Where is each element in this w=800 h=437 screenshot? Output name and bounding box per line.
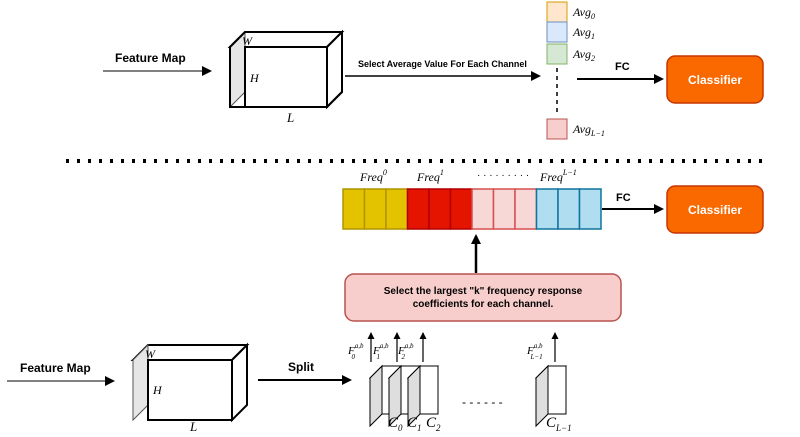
top-cube-h-label: H — [249, 71, 260, 85]
freq-cell-2-0 — [471, 188, 495, 230]
freq-label-0: Freq0 — [359, 168, 387, 184]
avg-label-1: Avg1 — [572, 25, 595, 41]
top-feature-cube — [227, 29, 345, 110]
select-text-line2: coefficients for each channel. — [413, 299, 554, 310]
freq-cell-3-0 — [535, 188, 559, 230]
channel-slice-2 — [406, 364, 440, 428]
bottom-feature-map-label: Feature Map — [20, 361, 91, 375]
bottom-cube-h-label: H — [152, 383, 163, 397]
channel-dots: - - - - - - — [462, 395, 503, 409]
select-coefficients-box — [344, 273, 622, 322]
top-feature-map-label: Feature Map — [115, 51, 186, 65]
bottom-fc-label: FC — [616, 192, 631, 204]
freq-cell-1-1 — [428, 188, 452, 230]
freq-cell-2-1 — [492, 188, 516, 230]
freq-cell-0-1 — [363, 188, 387, 230]
avg-box-0 — [546, 1, 568, 23]
top-classifier-label: Classifier — [688, 73, 742, 87]
avg-label-3: AvgL−1 — [572, 122, 605, 138]
avg-label-0: Avg0 — [572, 5, 595, 21]
split-label: Split — [288, 360, 314, 374]
c-label-0: C0 — [388, 415, 403, 433]
bottom-classifier-label: Classifier — [688, 203, 742, 217]
c-label-1: C1 — [407, 415, 422, 433]
freq-cell-1-0 — [406, 188, 430, 230]
avg-box-2 — [546, 43, 568, 65]
channel-slice-3 — [534, 364, 568, 428]
bottom-cube-l-label: L — [189, 419, 197, 434]
top-average-arrow-label: Select Average Value For Each Channel — [358, 59, 527, 69]
freq-label-last: FreqL−1 — [539, 168, 577, 184]
c-label-3: CL−1 — [546, 415, 572, 433]
bottom-cube-w-label: W — [145, 347, 156, 361]
top-section: Feature Map W H L Select Average Value F… — [103, 1, 764, 140]
avg-box-3 — [546, 118, 568, 140]
freq-cell-0-2 — [385, 188, 409, 230]
c-label-2: C2 — [426, 415, 441, 433]
freq-cell-1-2 — [449, 188, 473, 230]
freq-cell-2-2 — [514, 188, 538, 230]
frequency-bar — [342, 188, 602, 230]
avg-box-1 — [546, 21, 568, 43]
freq-dots: · · · · · · · · · — [477, 170, 529, 181]
freq-cell-3-1 — [557, 188, 581, 230]
freq-label-1: Freq1 — [416, 168, 444, 184]
top-classifier-box — [666, 55, 764, 104]
bottom-classifier-box — [666, 185, 764, 234]
freq-cell-0-0 — [342, 188, 366, 230]
channel-slices — [368, 364, 568, 428]
avg-label-2: Avg2 — [572, 47, 595, 63]
top-cube-w-label: W — [242, 34, 253, 48]
top-cube-l-label: L — [286, 110, 294, 125]
top-fc-label: FC — [615, 61, 630, 73]
bottom-section: Freq0 Freq1 · · · · · · · · · FreqL−1 FC… — [7, 168, 764, 434]
bottom-feature-cube — [130, 342, 250, 423]
freq-cell-3-2 — [578, 188, 602, 230]
select-text-line1: Select the largest "k" frequency respons… — [384, 286, 583, 297]
